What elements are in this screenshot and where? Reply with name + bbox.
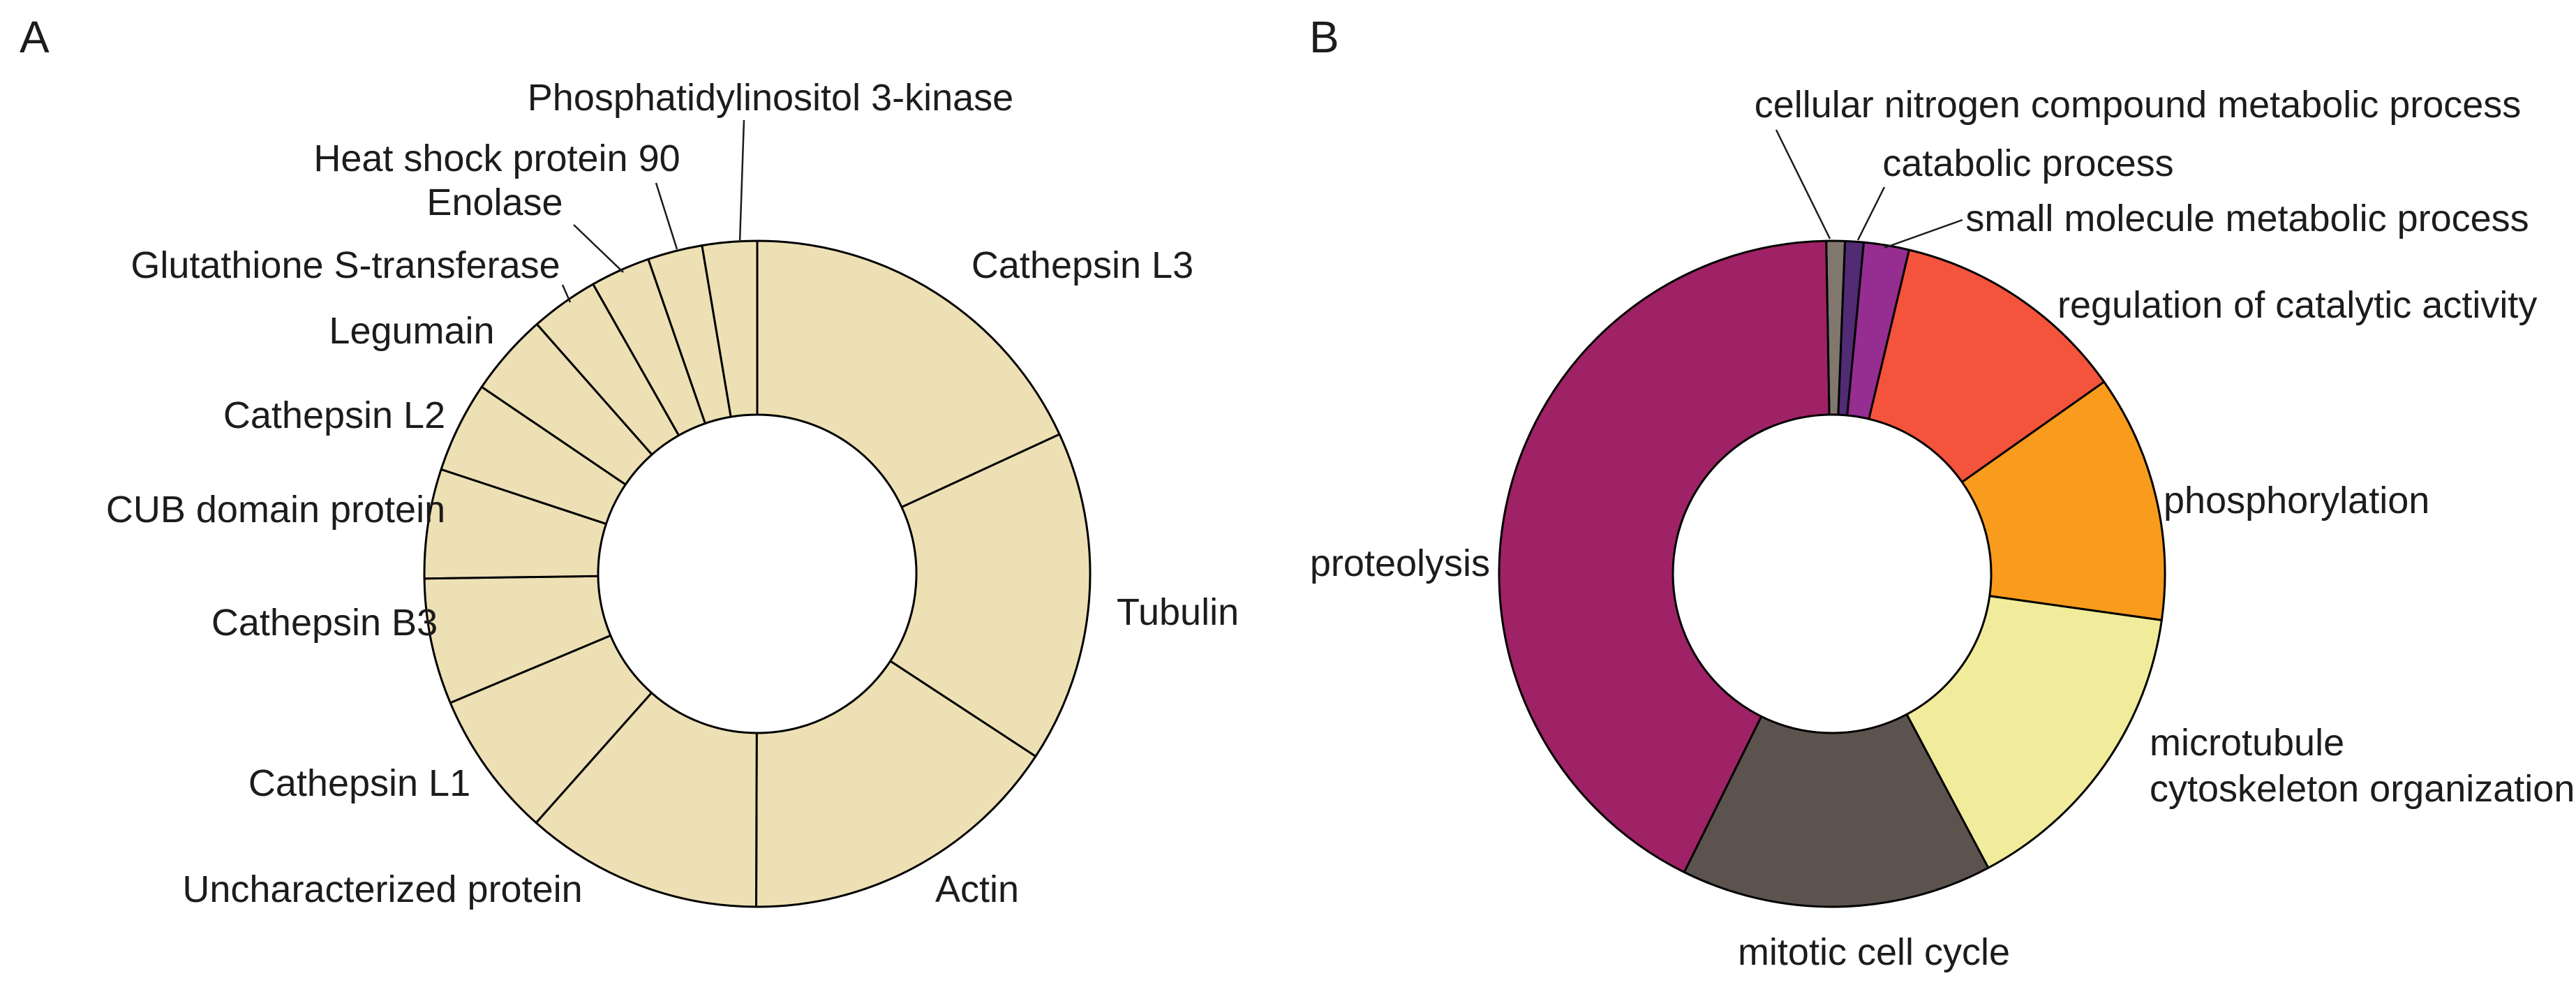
label-actin: Actin bbox=[935, 868, 1019, 910]
segment-phosphatidylinositol-3-kinase bbox=[701, 239, 759, 418]
label-small-molecule-metabolic-process: small molecule metabolic process bbox=[1965, 198, 2529, 239]
leader-line-small-molecule-metabolic-process bbox=[1884, 219, 1963, 249]
panel-letter-a: A bbox=[20, 12, 50, 62]
panel-letter-b: B bbox=[1309, 12, 1339, 62]
segment-actin bbox=[755, 660, 1037, 908]
label-cathepsin-b3: Cathepsin B3 bbox=[211, 602, 438, 644]
leader-line-phosphatidylinositol-3-kinase bbox=[738, 119, 745, 243]
label-proteolysis: proteolysis bbox=[1310, 542, 1490, 584]
label-glutathione-s-transferase: Glutathione S-transferase bbox=[131, 244, 560, 286]
segment-phosphorylation bbox=[1960, 380, 2166, 621]
segment-cathepsin-l3 bbox=[756, 239, 1061, 508]
leader-line-heat-shock-protein-90 bbox=[655, 182, 678, 250]
segment-microtubule-cytoskeleton-organization bbox=[1905, 595, 2163, 869]
label-phosphorylation: phosphorylation bbox=[2164, 480, 2429, 521]
leader-line-enolase bbox=[573, 224, 624, 273]
segment-regulation-of-catalytic-activity bbox=[1868, 249, 2106, 484]
label-uncharacterized-protein: Uncharacterized protein bbox=[182, 868, 582, 910]
label-cellular-nitrogen-compound-metabolic-process: cellular nitrogen compound metabolic pro… bbox=[1755, 84, 2522, 126]
label-cathepsin-l3: Cathepsin L3 bbox=[971, 244, 1193, 286]
label-regulation-of-catalytic-activity: regulation of catalytic activity bbox=[2057, 284, 2537, 326]
segment-mitotic-cell-cycle bbox=[1683, 713, 1990, 908]
label-catabolic-process: catabolic process bbox=[1882, 142, 2173, 184]
label-legumain: Legumain bbox=[329, 310, 494, 352]
label-cub-domain-protein: CUB domain protein bbox=[106, 489, 445, 531]
leader-line-glutathione-s-transferase bbox=[561, 284, 572, 303]
segment-proteolysis bbox=[1498, 239, 1831, 873]
label-cathepsin-l1: Cathepsin L1 bbox=[248, 762, 470, 804]
segment-uncharacterized-protein bbox=[535, 691, 758, 908]
segment-tubulin bbox=[889, 433, 1092, 757]
label-cathepsin-l2: Cathepsin L2 bbox=[223, 394, 445, 436]
leader-line-catabolic-process bbox=[1856, 186, 1886, 241]
label-tubulin: Tubulin bbox=[1117, 591, 1239, 633]
label-heat-shock-protein-90: Heat shock protein 90 bbox=[313, 138, 680, 179]
label-mitotic-cell-cycle: mitotic cell cycle bbox=[1738, 931, 2010, 973]
label-phosphatidylinositol-3-kinase: Phosphatidylinositol 3-kinase bbox=[528, 77, 1013, 119]
donut-chart-b: cellular nitrogen compound metabolic pro… bbox=[1309, 12, 2575, 973]
leader-line-cellular-nitrogen-compound-metabolic-process bbox=[1775, 129, 1831, 239]
label-enolase: Enolase bbox=[426, 182, 563, 223]
